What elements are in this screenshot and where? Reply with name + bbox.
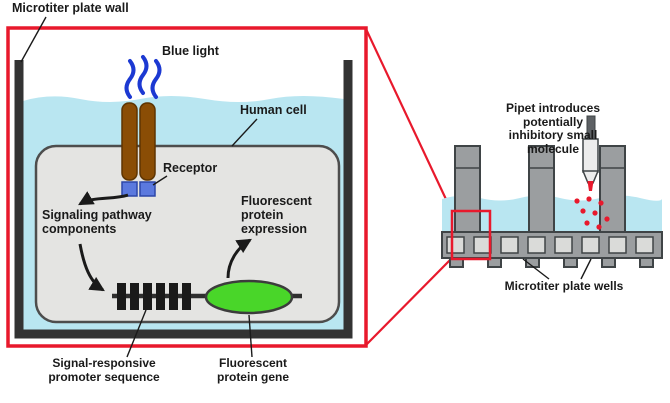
signaling-pathway-label: Signaling pathway components bbox=[42, 208, 152, 237]
fluorescent-protein-gene-shape bbox=[204, 279, 294, 315]
receptor-pointer bbox=[152, 175, 168, 186]
zoom-connector-lines bbox=[365, 28, 453, 346]
plate-wall-pointer bbox=[20, 16, 47, 63]
plate-wells-label: Microtiter plate wells bbox=[504, 279, 624, 293]
gene-to-expression-arrow bbox=[226, 238, 252, 279]
wells-label-pointer-left bbox=[522, 258, 550, 280]
wells-label-pointer-right bbox=[580, 258, 592, 280]
signaling-to-promoter-arrow bbox=[78, 243, 105, 292]
gene-label-pointer bbox=[248, 314, 253, 358]
blue-light-label: Blue light bbox=[162, 44, 219, 58]
plate-feet bbox=[449, 257, 654, 268]
human-cell-pointer bbox=[231, 118, 258, 147]
light-receptor bbox=[121, 102, 156, 197]
promoter-sequence-label: Signal-responsive promoter sequence bbox=[48, 356, 160, 384]
fluorescent-expression-label: Fluorescent protein expression bbox=[241, 194, 312, 237]
promoter-label-pointer bbox=[126, 309, 147, 358]
zoom-frame-small bbox=[450, 209, 492, 261]
receptor-to-signaling-arrow bbox=[78, 191, 129, 206]
small-molecule-droplets bbox=[574, 196, 610, 230]
plate-wall-pillars bbox=[454, 145, 626, 233]
receptor-label: Receptor bbox=[163, 161, 218, 175]
human-cell-label: Human cell bbox=[240, 103, 307, 117]
pipet-icon bbox=[581, 115, 600, 191]
fluorescent-gene-label: Fluorescent protein gene bbox=[216, 356, 289, 384]
plate-cross-section bbox=[441, 115, 663, 280]
pipet-label: Pipet introduces potentially inhibitory … bbox=[505, 101, 600, 156]
plate-wall-label: Microtiter plate wall bbox=[12, 1, 129, 15]
human-cell-body bbox=[34, 144, 341, 324]
zoom-frame-large bbox=[6, 26, 368, 348]
blue-light-waves-icon bbox=[124, 55, 162, 99]
well-closeup bbox=[6, 16, 368, 358]
microtiter-plate-wall bbox=[14, 60, 353, 339]
